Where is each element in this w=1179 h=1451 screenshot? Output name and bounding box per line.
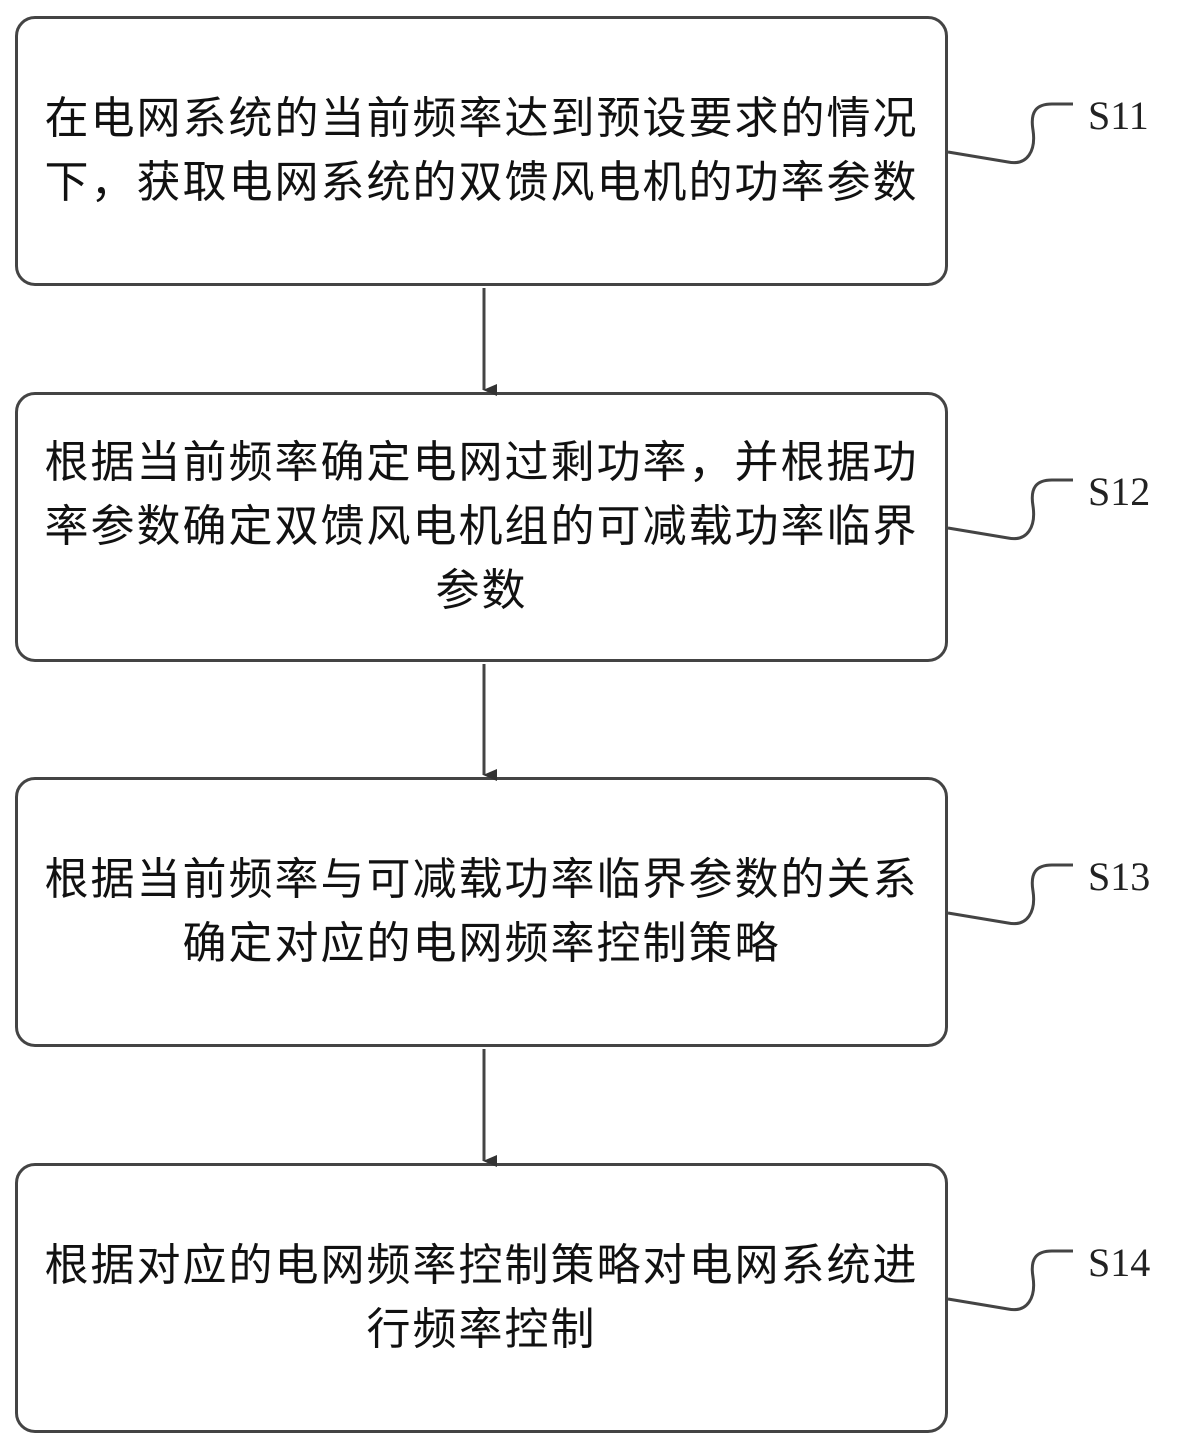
leader-line-s13 xyxy=(947,863,1073,926)
step-label-s11: S11 xyxy=(1088,93,1149,138)
leader-line-s12 xyxy=(947,478,1073,541)
step-label-s13: S13 xyxy=(1088,854,1151,899)
step-box-s14: 根据对应的电网频率控制策略对电网系统进行频率控制 xyxy=(15,1163,948,1433)
step-box-s12: 根据当前频率确定电网过剩功率，并根据功率参数确定双馈风电机组的可减载功率临界参数 xyxy=(15,392,948,662)
step-text-s14: 根据对应的电网频率控制策略对电网系统进行频率控制 xyxy=(44,1240,919,1355)
leader-line-s11 xyxy=(947,102,1073,165)
step-label-s12: S12 xyxy=(1088,469,1151,514)
step-label-s14: S14 xyxy=(1088,1240,1151,1285)
step-text-s13: 根据当前频率与可减载功率临界参数的关系确定对应的电网频率控制策略 xyxy=(44,854,919,969)
leader-line-s14 xyxy=(947,1249,1073,1312)
step-box-s13: 根据当前频率与可减载功率临界参数的关系确定对应的电网频率控制策略 xyxy=(15,777,948,1047)
step-text-s12: 根据当前频率确定电网过剩功率，并根据功率参数确定双馈风电机组的可减载功率临界参数 xyxy=(44,437,919,616)
step-text-s11: 在电网系统的当前频率达到预设要求的情况下，获取电网系统的双馈风电机的功率参数 xyxy=(44,93,919,208)
step-box-s11: 在电网系统的当前频率达到预设要求的情况下，获取电网系统的双馈风电机的功率参数 xyxy=(15,16,948,286)
